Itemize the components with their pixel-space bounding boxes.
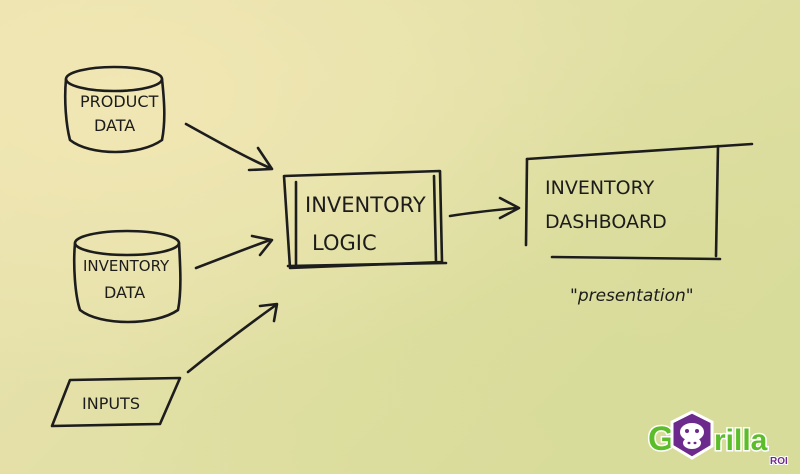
- inventory-data-line2: DATA: [104, 283, 145, 302]
- arrow-inventory-data-to-logic: [194, 234, 274, 270]
- gorilla-roi-logo: G rilla ROI: [647, 410, 789, 468]
- gorilla-head-icon: [670, 410, 714, 460]
- inventory-dashboard-line1: INVENTORY: [545, 177, 655, 199]
- inventory-logic-line2: LOGIC: [312, 231, 377, 255]
- product-data-line2: DATA: [94, 116, 135, 135]
- inventory-data-line1: INVENTORY: [83, 257, 170, 275]
- product-data-node: PRODUCT DATA: [63, 65, 166, 154]
- presentation-annotation: "presentation": [570, 286, 694, 306]
- svg-text:G: G: [648, 420, 674, 458]
- inventory-data-node: INVENTORY DATA: [72, 229, 182, 324]
- svg-text:rilla: rilla: [714, 424, 768, 457]
- inventory-logic-node: INVENTORY LOGIC: [282, 169, 448, 270]
- inputs-label: INPUTS: [82, 394, 140, 413]
- arrow-product-to-logic: [184, 122, 274, 172]
- arrow-logic-to-dashboard: [448, 196, 521, 220]
- product-data-line1: PRODUCT: [80, 92, 159, 111]
- inventory-dashboard-node: INVENTORY DASHBOARD: [524, 142, 754, 261]
- inputs-node: INPUTS: [50, 376, 182, 428]
- inventory-dashboard-line2: DASHBOARD: [545, 211, 667, 233]
- inventory-logic-line1: INVENTORY: [305, 193, 426, 217]
- arrow-inputs-to-logic: [186, 302, 279, 374]
- logo-sub: ROI: [770, 456, 788, 467]
